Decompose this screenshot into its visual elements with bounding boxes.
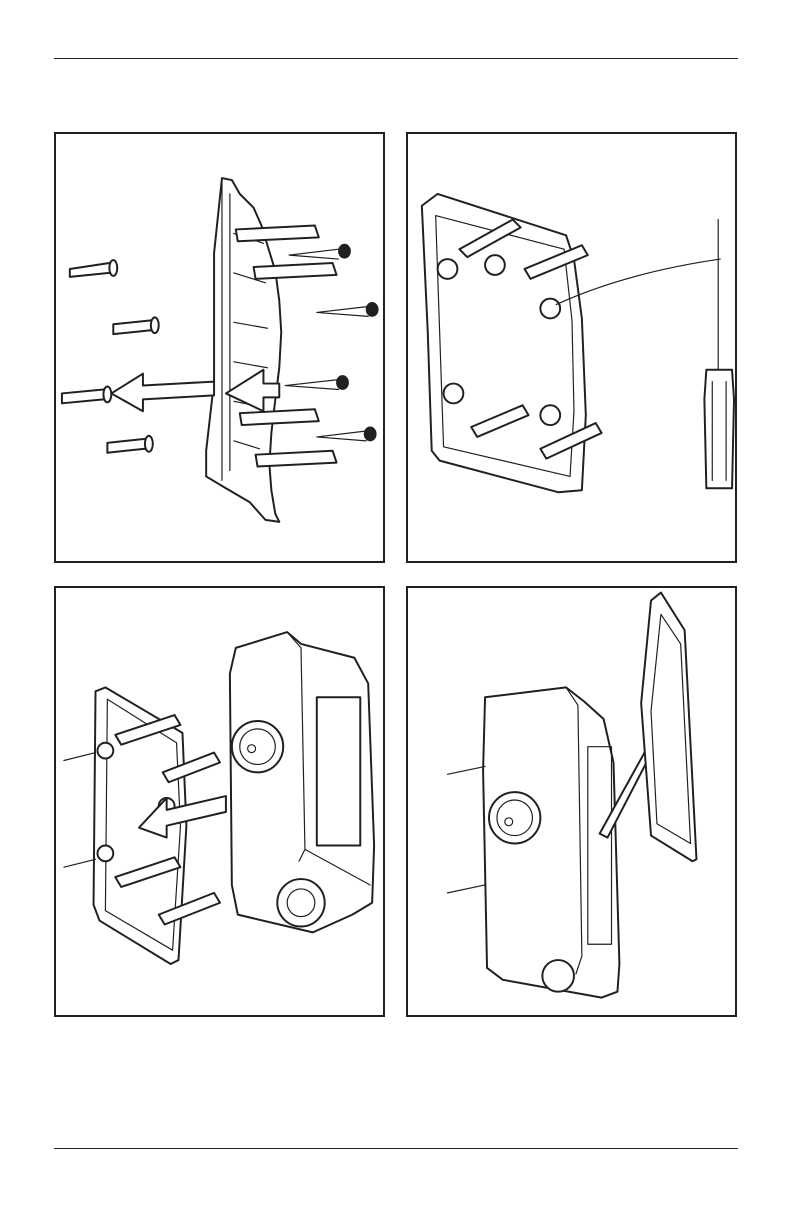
front-cover xyxy=(641,593,696,862)
screw-left-lower xyxy=(64,859,96,867)
bottom-rule xyxy=(54,1148,738,1149)
arrows xyxy=(111,370,279,411)
device-body xyxy=(230,632,374,932)
figure-panel-attach-device xyxy=(54,586,385,1017)
screw-2 xyxy=(317,303,378,317)
screwdriver-icon xyxy=(704,220,734,489)
wire xyxy=(556,259,720,304)
figure-panel-anchors-screws xyxy=(54,132,385,563)
anchors-screws-illustration xyxy=(56,134,383,561)
anchor-3 xyxy=(62,387,111,404)
attach-device-illustration xyxy=(56,588,383,1015)
screwdriver-illustration xyxy=(408,134,735,561)
attach-cover-illustration xyxy=(408,588,735,1015)
device-mounted xyxy=(483,687,619,997)
screw-1 xyxy=(289,244,350,259)
figure-panel-screwdriver xyxy=(406,132,737,563)
anchor-4 xyxy=(107,436,152,453)
screw-upper xyxy=(448,766,486,774)
wall-anchors xyxy=(62,260,159,453)
screw-left-upper xyxy=(64,753,96,761)
screw-lower xyxy=(448,885,486,893)
anchor-1 xyxy=(70,260,117,277)
arrow-left xyxy=(111,374,214,412)
screw-3 xyxy=(285,376,348,390)
top-rule xyxy=(54,58,738,59)
screw-4 xyxy=(317,427,376,441)
figure-panel-attach-cover xyxy=(406,586,737,1017)
anchor-2 xyxy=(113,317,158,334)
